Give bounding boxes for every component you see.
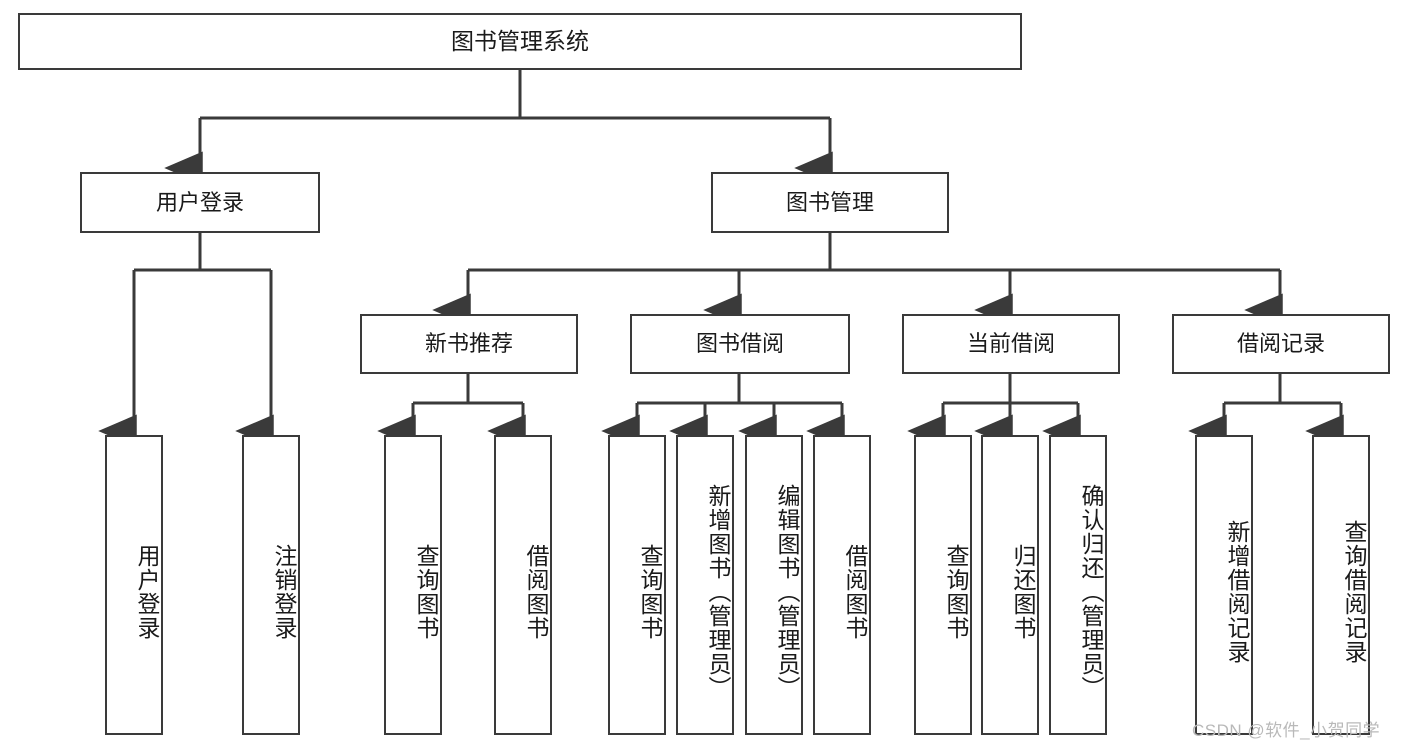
leaf-borrow-query-book[interactable]: 查询图书 (608, 435, 666, 735)
leaf-current-confirm-return[interactable]: 确认归还（管理员） (1049, 435, 1107, 735)
leaf-borrow-add-book[interactable]: 新增图书（管理员） (676, 435, 734, 735)
node-root[interactable]: 图书管理系统 (18, 13, 1022, 70)
node-user-login-label: 用户登录 (155, 189, 244, 215)
node-new-book-recommend[interactable]: 新书推荐 (360, 314, 578, 374)
leaf-label: 查询图书 (943, 544, 969, 640)
node-root-label: 图书管理系统 (451, 28, 589, 55)
leaf-borrow-borrow-book[interactable]: 借阅图书 (813, 435, 871, 735)
leaf-new-book-borrow[interactable]: 借阅图书 (494, 435, 552, 735)
leaf-user-login-login[interactable]: 用户登录 (105, 435, 163, 735)
watermark-text: CSDN @软件_小贺同学 (1192, 721, 1381, 740)
node-book-borrow-label: 图书借阅 (695, 331, 784, 357)
leaf-label: 新增借阅记录 (1224, 520, 1250, 664)
leaf-label: 查询借阅记录 (1341, 520, 1367, 664)
node-new-book-recommend-label: 新书推荐 (424, 331, 513, 357)
node-user-login[interactable]: 用户登录 (80, 172, 320, 233)
node-book-management-label: 图书管理 (785, 189, 874, 215)
leaf-label: 新增图书（管理员） (705, 484, 731, 700)
leaf-label: 确认归还（管理员） (1078, 484, 1104, 700)
leaf-label: 编辑图书（管理员） (774, 484, 800, 700)
leaf-label: 用户登录 (134, 544, 160, 640)
node-borrow-record-label: 借阅记录 (1236, 331, 1325, 357)
leaf-new-book-query[interactable]: 查询图书 (384, 435, 442, 735)
node-current-borrow-label: 当前借阅 (966, 331, 1055, 357)
leaf-label: 借阅图书 (842, 544, 868, 640)
leaf-label: 查询图书 (637, 544, 663, 640)
node-book-management[interactable]: 图书管理 (711, 172, 949, 233)
leaf-label: 归还图书 (1010, 544, 1036, 640)
leaf-label: 借阅图书 (523, 544, 549, 640)
leaf-record-add[interactable]: 新增借阅记录 (1195, 435, 1253, 735)
node-book-borrow[interactable]: 图书借阅 (630, 314, 850, 374)
node-borrow-record[interactable]: 借阅记录 (1172, 314, 1390, 374)
leaf-current-query-book[interactable]: 查询图书 (914, 435, 972, 735)
leaf-borrow-edit-book[interactable]: 编辑图书（管理员） (745, 435, 803, 735)
leaf-user-login-logout[interactable]: 注销登录 (242, 435, 300, 735)
node-current-borrow[interactable]: 当前借阅 (902, 314, 1120, 374)
leaf-label: 注销登录 (271, 544, 297, 640)
leaf-label: 查询图书 (413, 544, 439, 640)
leaf-current-return-book[interactable]: 归还图书 (981, 435, 1039, 735)
leaf-record-query[interactable]: 查询借阅记录 (1312, 435, 1370, 735)
